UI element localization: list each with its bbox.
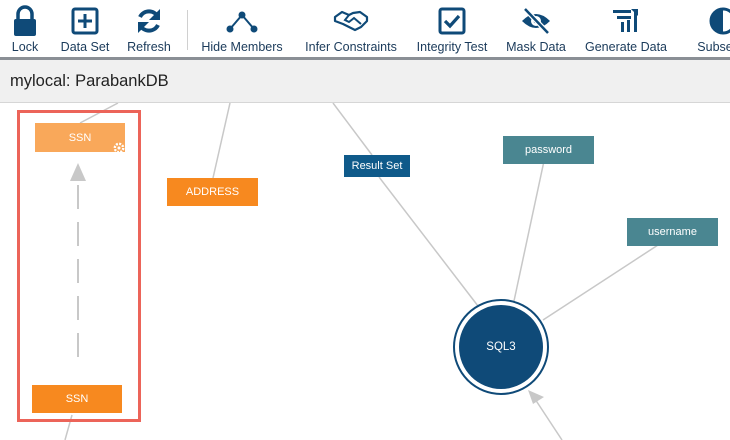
edge-line bbox=[534, 398, 563, 440]
mask-data-button[interactable]: Mask Data bbox=[502, 0, 570, 57]
node-label: password bbox=[524, 144, 573, 156]
data-set-label: Data Set bbox=[60, 40, 110, 54]
generate-data-button[interactable]: Generate Data bbox=[580, 0, 672, 57]
gear-icon[interactable] bbox=[113, 141, 125, 159]
generate-data-label: Generate Data bbox=[585, 40, 667, 54]
hide-members-button[interactable]: Hide Members bbox=[198, 0, 286, 57]
infer-constraints-button[interactable]: Infer Constraints bbox=[302, 0, 400, 57]
node-address[interactable]: ADDRESS bbox=[167, 178, 258, 206]
toolbar: Lock Data Set Refresh bbox=[0, 0, 730, 57]
node-result-set[interactable]: Result Set bbox=[344, 155, 410, 177]
handshake-icon bbox=[333, 2, 369, 40]
mask-data-label: Mask Data bbox=[506, 40, 566, 54]
eye-slash-icon bbox=[520, 2, 552, 40]
node-label: SSN bbox=[68, 131, 92, 144]
toolbar-separator bbox=[187, 10, 188, 50]
edge-line bbox=[212, 103, 231, 179]
integrity-test-button[interactable]: Integrity Test bbox=[413, 0, 491, 57]
checkbox-icon bbox=[438, 2, 466, 40]
node-sql3[interactable]: SQL3 bbox=[459, 305, 543, 389]
lock-button[interactable]: Lock bbox=[6, 0, 44, 57]
title-bar: mylocal: ParabankDB bbox=[0, 60, 730, 103]
graph-edges bbox=[64, 103, 659, 440]
integrity-test-label: Integrity Test bbox=[416, 40, 488, 54]
node-label: SSN bbox=[65, 393, 89, 405]
refresh-icon bbox=[134, 2, 164, 40]
subset-button[interactable]: Subset D bbox=[683, 0, 730, 57]
lock-icon bbox=[12, 2, 38, 40]
hide-members-label: Hide Members bbox=[201, 40, 283, 54]
arrowhead bbox=[70, 163, 86, 181]
highlight-box bbox=[17, 110, 141, 422]
infer-constraints-label: Infer Constraints bbox=[305, 40, 397, 54]
data-set-button[interactable]: Data Set bbox=[56, 0, 114, 57]
node-password[interactable]: password bbox=[503, 136, 594, 164]
refresh-button[interactable]: Refresh bbox=[122, 0, 176, 57]
graph-canvas[interactable]: SSN SSN ADDRESS Result Set password user… bbox=[0, 103, 730, 440]
toolbar-border bbox=[0, 57, 730, 60]
edge-line bbox=[79, 103, 119, 124]
edge-line bbox=[542, 244, 659, 321]
lock-label: Lock bbox=[11, 40, 39, 54]
node-label: username bbox=[648, 226, 697, 238]
arrowhead bbox=[528, 390, 544, 404]
node-ssn-top[interactable]: SSN bbox=[35, 123, 125, 152]
graph-nodes-icon bbox=[226, 2, 258, 40]
edge-line bbox=[332, 103, 373, 156]
generate-bars-icon bbox=[611, 2, 641, 40]
node-username[interactable]: username bbox=[627, 218, 718, 246]
node-label: ADDRESS bbox=[185, 186, 240, 198]
node-ssn-bottom[interactable]: SSN bbox=[32, 385, 122, 413]
half-circle-icon bbox=[708, 2, 730, 40]
subset-label: Subset D bbox=[697, 40, 730, 54]
plus-square-icon bbox=[71, 2, 99, 40]
page-title: mylocal: ParabankDB bbox=[10, 71, 169, 90]
edge-line bbox=[378, 176, 479, 307]
refresh-label: Refresh bbox=[127, 40, 171, 54]
node-label: SQL3 bbox=[486, 341, 516, 353]
edge-line bbox=[513, 160, 545, 302]
node-label: Result Set bbox=[351, 160, 403, 172]
